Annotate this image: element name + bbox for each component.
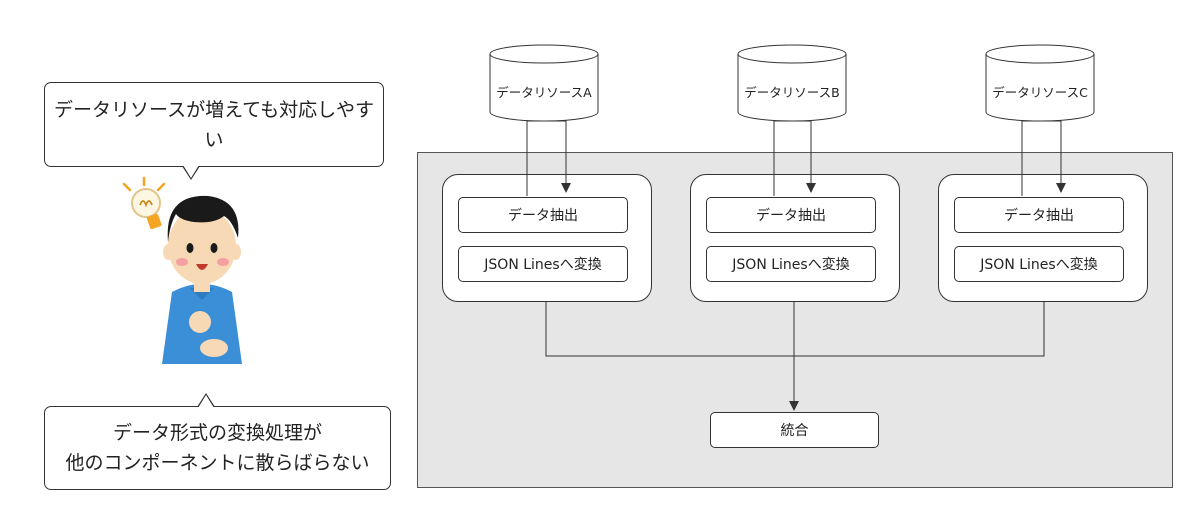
convert-step-a: JSON Linesへ変換 — [458, 246, 628, 282]
merge-step: 統合 — [710, 412, 879, 448]
extract-step-b: データ抽出 — [706, 197, 876, 233]
speech-bubble-top: データリソースが増えても対応しやすい — [44, 82, 384, 167]
speech-bubble-bottom: データ形式の変換処理が 他のコンポーネントに散らばらない — [44, 406, 391, 490]
speech-bubble-bottom-line2: 他のコンポーネントに散らばらない — [65, 452, 370, 474]
database-a-label: データリソースA — [496, 85, 592, 100]
extract-step-a: データ抽出 — [458, 197, 628, 233]
pipeline-c: データ抽出 JSON Linesへ変換 — [938, 174, 1148, 302]
speech-bubble-bottom-line1: データ形式の変換処理が — [112, 422, 322, 444]
pipeline-b: データ抽出 JSON Linesへ変換 — [690, 174, 900, 302]
pipeline-a: データ抽出 JSON Linesへ変換 — [442, 174, 652, 302]
extract-step-c: データ抽出 — [954, 197, 1124, 233]
convert-step-c: JSON Linesへ変換 — [954, 246, 1124, 282]
lightbulb-icon — [122, 176, 166, 230]
convert-step-b: JSON Linesへ変換 — [706, 246, 876, 282]
person-with-lightbulb-illustration — [122, 176, 242, 364]
speech-bubble-top-text: データリソースが増えても対応しやすい — [54, 98, 374, 151]
database-c-label: データリソースC — [992, 85, 1088, 100]
database-b-label: データリソースB — [744, 85, 840, 100]
